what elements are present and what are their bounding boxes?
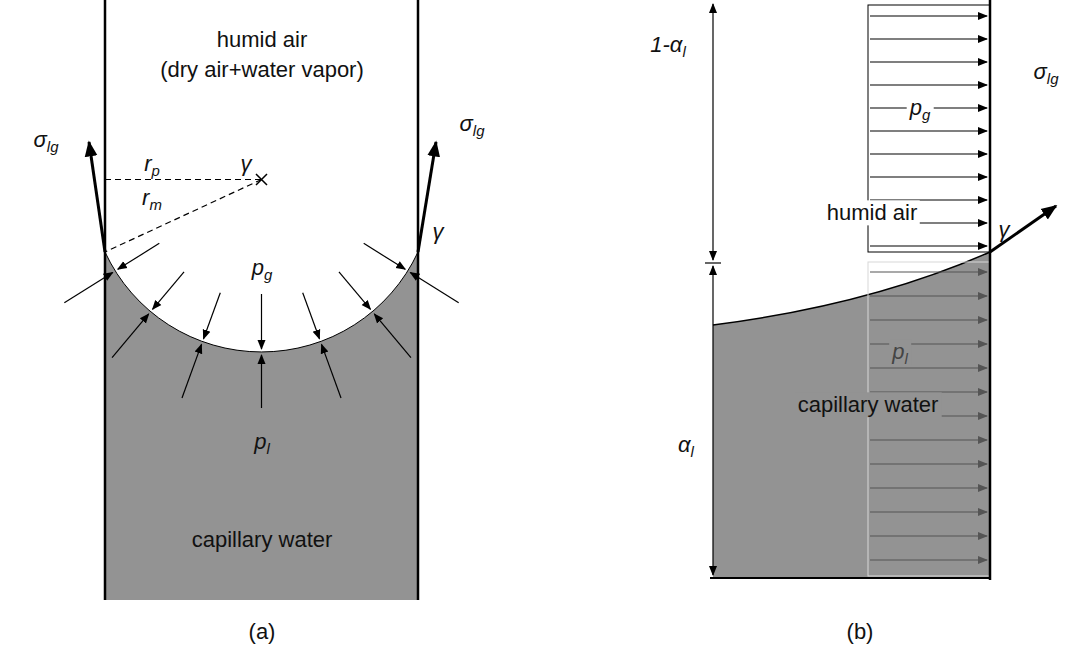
capillary-water bbox=[105, 252, 418, 600]
label: σlg bbox=[460, 111, 485, 136]
label-holder: capillary water bbox=[192, 527, 333, 552]
meniscus bbox=[713, 252, 990, 325]
pressure-arrows bbox=[64, 243, 458, 408]
label: pl bbox=[892, 339, 908, 364]
gas-pressure-arrow bbox=[339, 272, 370, 310]
pressure-arrows bbox=[870, 16, 987, 560]
label: pl bbox=[254, 429, 270, 454]
tension-arrow bbox=[89, 142, 105, 252]
label: rp bbox=[144, 151, 160, 176]
liquid-pressure-arrow bbox=[870, 535, 987, 536]
label: γ bbox=[433, 219, 444, 244]
capillary-water bbox=[713, 252, 990, 578]
label: σlg bbox=[34, 127, 59, 152]
label: 1-αl bbox=[650, 32, 685, 57]
radius-line bbox=[105, 179, 262, 180]
label: γ bbox=[999, 217, 1010, 242]
gas-pressure-arrow bbox=[870, 130, 987, 131]
label: humid air bbox=[217, 27, 307, 52]
liquid-pressure-arrow bbox=[870, 439, 987, 440]
label-holder: αl bbox=[678, 432, 694, 457]
liquid-pressure-arrow bbox=[870, 559, 987, 560]
label-holder: γ bbox=[999, 217, 1010, 242]
liquid-pressure-arrow bbox=[261, 355, 262, 408]
label: capillary water bbox=[192, 527, 333, 552]
liquid-pressure-arrow bbox=[182, 344, 201, 398]
label: capillary water bbox=[798, 392, 939, 417]
gas-pressure-arrow bbox=[364, 243, 406, 269]
label-holder: rm bbox=[142, 185, 162, 210]
label: rm bbox=[142, 185, 162, 210]
liquid-pressure-arrow bbox=[410, 273, 458, 303]
liquid-pressure-arrow bbox=[870, 343, 987, 344]
pressure-box bbox=[868, 262, 990, 576]
liquid-pressure-arrow bbox=[870, 295, 987, 296]
label-holder: γ bbox=[241, 151, 252, 176]
label-holder: pg bbox=[907, 95, 934, 120]
liquid-pressure-arrow bbox=[322, 344, 341, 398]
gas-pressure-arrow bbox=[153, 272, 184, 310]
tension-arrow bbox=[990, 206, 1056, 252]
liquid-pressure-arrow bbox=[870, 367, 987, 368]
label: humid air bbox=[827, 200, 917, 225]
radius-line bbox=[105, 180, 262, 253]
liquid-pressure-arrow bbox=[870, 271, 987, 272]
label: pg bbox=[252, 255, 273, 280]
gas-pressure-arrow bbox=[870, 38, 987, 39]
liquid-pressure-arrow bbox=[112, 314, 149, 358]
pore-wall bbox=[417, 0, 420, 600]
label-holder: 1-αl bbox=[650, 32, 685, 57]
gas-pressure-arrow bbox=[204, 293, 221, 339]
gas-pressure-arrow bbox=[870, 84, 987, 85]
label: (b) bbox=[847, 619, 874, 644]
pore-wall bbox=[989, 0, 992, 580]
liquid-pressure-arrow bbox=[870, 319, 987, 320]
label-holder: (b) bbox=[847, 619, 874, 644]
label-holder: capillary water bbox=[795, 392, 942, 417]
label: (dry air+water vapor) bbox=[160, 57, 364, 82]
label-holder: σlg bbox=[34, 127, 59, 152]
label-holder: humid air bbox=[217, 27, 307, 52]
liquid-pressure-arrow bbox=[64, 273, 112, 303]
label-holder: pg bbox=[252, 255, 273, 280]
label: αl bbox=[678, 432, 694, 457]
gas-pressure-arrow bbox=[870, 176, 987, 177]
label-holder: humid air bbox=[824, 200, 920, 225]
liquid-pressure-arrow bbox=[870, 487, 987, 488]
pore-bottom bbox=[710, 577, 990, 579]
label-holder: σlg bbox=[1034, 59, 1059, 84]
center-mark bbox=[256, 174, 267, 185]
gas-pressure-arrow bbox=[870, 61, 987, 62]
meniscus bbox=[105, 252, 418, 352]
pore-wall bbox=[104, 0, 107, 600]
gas-pressure-arrow bbox=[870, 153, 987, 154]
label-holder: σlg bbox=[460, 111, 485, 136]
label: σlg bbox=[1034, 59, 1059, 84]
label-holder: pl bbox=[254, 429, 270, 454]
label-holder: γ bbox=[433, 219, 444, 244]
label-holder: rp bbox=[144, 151, 160, 176]
gas-pressure-arrow bbox=[870, 15, 987, 16]
dimension-tick bbox=[705, 262, 721, 263]
gas-pressure-arrow bbox=[261, 294, 262, 349]
label-holder: (a) bbox=[249, 619, 276, 644]
label-holder: pl bbox=[889, 339, 911, 364]
gas-pressure-arrow bbox=[118, 243, 160, 269]
gas-pressure-arrow bbox=[870, 245, 987, 246]
liquid-pressure-arrow bbox=[870, 463, 987, 464]
liquid-pressure-arrow bbox=[374, 314, 411, 358]
label-holder: (dry air+water vapor) bbox=[160, 57, 364, 82]
label: (a) bbox=[249, 619, 276, 644]
label: pg bbox=[910, 95, 931, 120]
label: γ bbox=[241, 151, 252, 176]
dimension-line bbox=[712, 4, 713, 260]
liquid-pressure-arrow bbox=[870, 511, 987, 512]
dimension-line bbox=[712, 266, 713, 575]
gas-pressure-arrow bbox=[303, 293, 320, 339]
